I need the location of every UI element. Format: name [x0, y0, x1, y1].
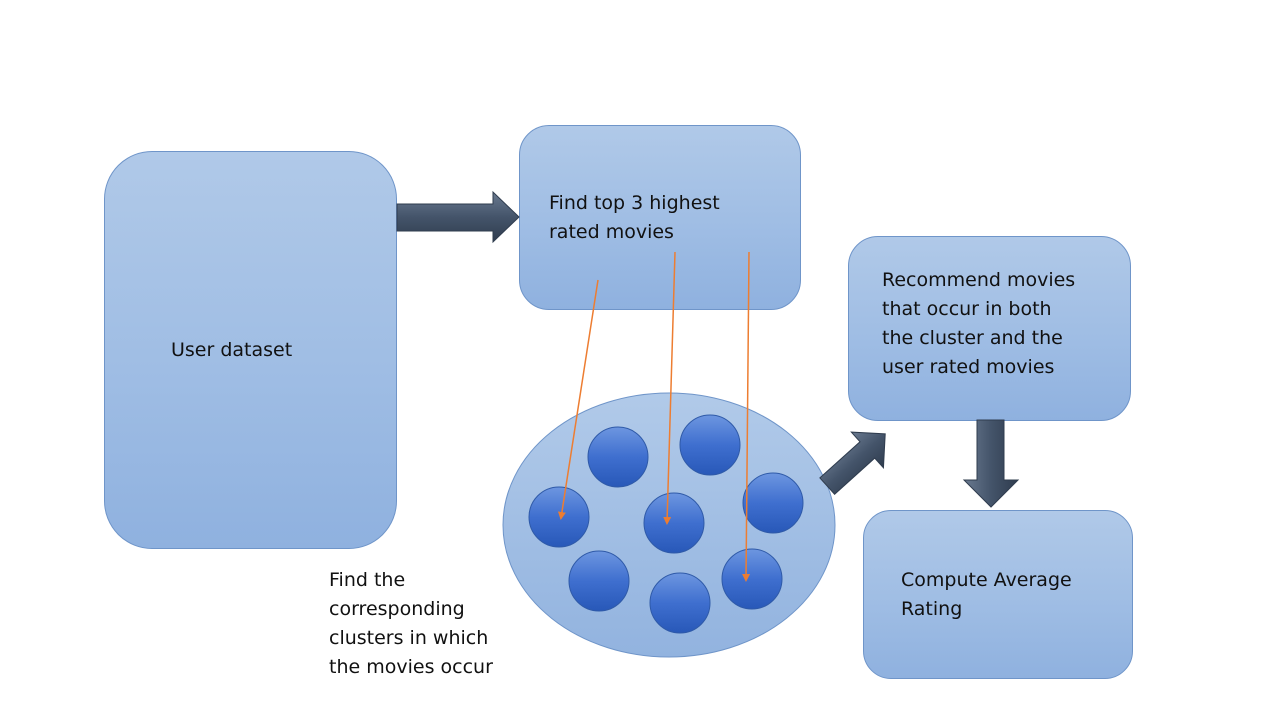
- cluster-circle: [742, 472, 804, 534]
- clusters-to-recommend-arrow: [819, 431, 886, 495]
- compute-box: Compute Average Rating: [863, 510, 1133, 679]
- recommend-to-compute-arrow: [962, 419, 1020, 508]
- top-movies-label: Find top 3 highest rated movies: [549, 192, 720, 243]
- movie-to-cluster-arrow: [557, 279, 599, 520]
- user-dataset-box: User dataset: [104, 151, 397, 549]
- compute-label: Compute Average Rating: [901, 569, 1072, 620]
- find-clusters-annotation: Find the corresponding clusters in which…: [329, 569, 493, 678]
- dataset-to-top-movies-arrow: [396, 190, 520, 244]
- top-movies-box: Find top 3 highest rated movies: [519, 125, 801, 310]
- movie-to-cluster-arrow: [663, 251, 676, 525]
- cluster-circle: [643, 492, 705, 554]
- cluster-circle: [649, 572, 711, 634]
- cluster-circle: [721, 548, 783, 610]
- cluster-circle: [568, 550, 630, 612]
- cluster-circle: [679, 414, 741, 476]
- movie-to-cluster-arrow: [742, 251, 751, 582]
- recommend-box: Recommend movies that occur in both the …: [848, 236, 1131, 421]
- cluster-circle: [587, 426, 649, 488]
- cluster-circle: [528, 486, 590, 548]
- user-dataset-label: User dataset: [171, 339, 293, 361]
- recommend-label: Recommend movies that occur in both the …: [882, 269, 1076, 378]
